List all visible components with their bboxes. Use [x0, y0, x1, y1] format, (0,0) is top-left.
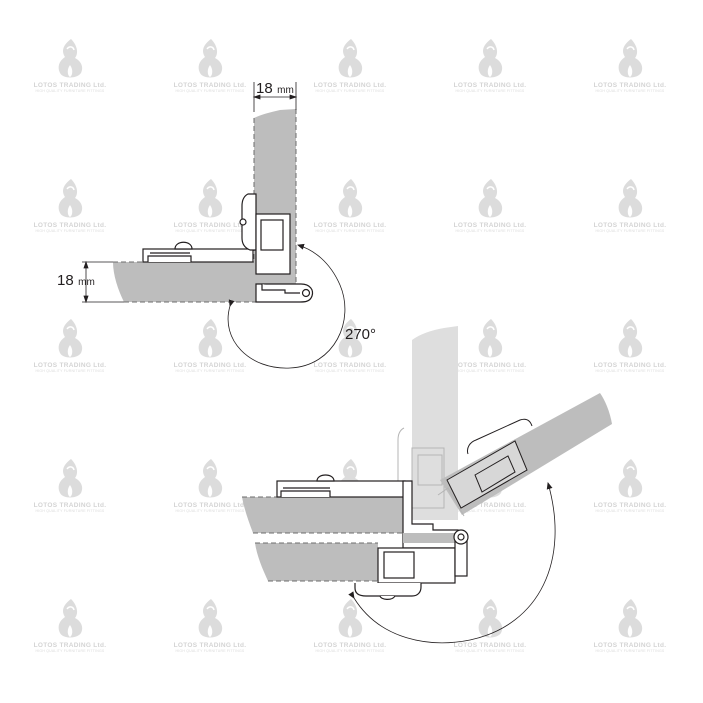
dimension-value: 18 — [256, 80, 273, 97]
dimension-unit: mm — [78, 277, 95, 288]
lower-horizontal-panel — [255, 543, 378, 581]
dimension-label-horizontal: 18 mm — [57, 272, 95, 290]
mounting-plate-open — [276, 474, 406, 498]
open-view — [242, 326, 612, 644]
dimension-label-vertical: 18 mm — [256, 80, 294, 98]
opening-angle-label: 270° — [345, 326, 377, 343]
closed-view — [82, 82, 346, 369]
mounting-plate — [142, 241, 254, 263]
ghost-vertical-panel — [412, 326, 458, 520]
upper-horizontal-panel — [242, 497, 403, 533]
rotation-arc-open — [348, 482, 556, 644]
dimension-vertical-panel — [252, 82, 298, 112]
dimension-value: 18 — [57, 272, 74, 289]
dimension-unit: mm — [277, 85, 294, 96]
rotation-arc-closed — [227, 243, 346, 369]
horizontal-panel — [113, 262, 256, 302]
dimension-horizontal-panel — [82, 260, 124, 304]
